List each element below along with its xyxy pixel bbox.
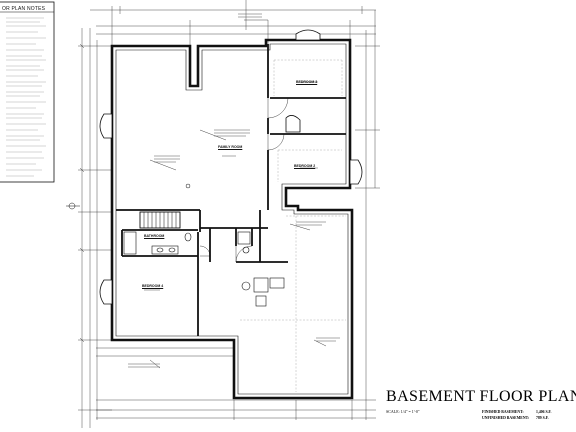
area-value-unfinished: 789 S.F.	[536, 416, 549, 420]
annotation-leaders	[149, 19, 327, 369]
section-marker	[66, 183, 191, 210]
room-label-bedroom-4: BEDROOM 4	[142, 284, 164, 288]
room-label-bedroom-3: BEDROOM 3	[296, 80, 318, 84]
mechanical-equipment	[241, 277, 285, 307]
dimension-lines-left	[78, 28, 112, 428]
title-block: BASEMENT FLOOR PLAN SCALE: 1/4" = 1'-0" …	[386, 388, 576, 430]
plan-notes-title: OR PLAN NOTES	[2, 6, 46, 12]
dimension-lines-right	[355, 10, 380, 420]
plan-scale: SCALE: 1/4" = 1'-0"	[386, 409, 420, 414]
area-value-finished: 1,406 S.F.	[536, 410, 552, 414]
stair	[139, 211, 181, 229]
foundation-walls	[110, 38, 354, 400]
annotation-text-marks	[128, 13, 340, 368]
area-label-finished: FINISHED BASEMENT:	[482, 410, 524, 414]
bathroom-fixtures	[123, 231, 251, 255]
dimension-lines-top	[90, 0, 376, 48]
area-label-unfinished: UNFINISHED BASEMENT:	[482, 416, 530, 420]
door-swings	[199, 97, 289, 263]
plan-notes-box	[0, 1, 55, 183]
interior-walls	[116, 44, 346, 336]
unfinished-area-marks	[240, 59, 346, 392]
dimension-lines-bottom	[96, 347, 376, 420]
plan-title: BASEMENT FLOOR PLAN	[386, 388, 576, 405]
room-label-family-room: FAMILY ROOM	[218, 145, 243, 149]
room-label-bathroom: BATHROOM	[144, 234, 165, 238]
window-wells	[99, 29, 363, 305]
room-label-bedroom-2: BEDROOM 2	[294, 164, 316, 168]
